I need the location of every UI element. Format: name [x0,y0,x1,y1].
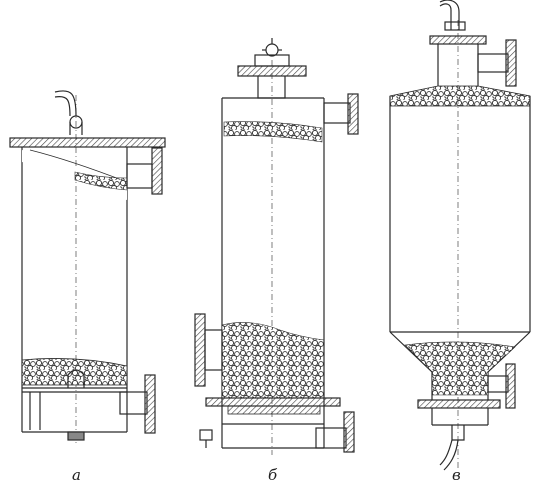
vessel-b-top-valve [265,43,279,57]
vessel-b-lower-nozzle-flange [343,411,355,453]
vessel-a-top-flange [9,137,166,148]
vessel-a-lower-nozzle [119,391,148,415]
label-b: б [268,466,278,484]
vessel-a-inner-tube [67,369,85,388]
vessel-b-upper-nozzle-flange [347,93,359,135]
vessel-a-swan-neck [54,90,77,117]
vessel-a [9,90,166,445]
vessel-a-upper-packing [74,171,128,191]
vessel-a-lower-packing [21,358,128,386]
vessel-c-neck-nozzle [477,53,509,73]
vessel-b-upper-nozzle [323,102,351,124]
vessel-a-upper-nozzle [126,163,153,189]
vessel-c [389,0,531,471]
vessel-b-drain-valve [199,429,213,441]
vessel-b-top-neck [257,76,286,99]
vessel-b-lower-nozzle [315,427,347,449]
vessel-c-lower-nozzle [487,375,509,393]
vessel-a-upper-nozzle-flange [151,147,163,195]
vessel-c-neck-nozzle-flange [505,39,517,87]
vessel-b-grid [227,405,321,415]
vessel-c-lower-packing [404,341,516,396]
vessel-a-drain [67,431,85,441]
vessel-c-top-valve [444,21,466,31]
vessel-b-left-nozzle-flange [194,313,206,387]
vessel-c-lower-nozzle-flange [505,363,516,409]
vessel-b-mid-flange [205,397,341,407]
vessel-c-swan-neck [439,0,460,30]
vessel-a-lower-nozzle-flange [144,374,156,434]
vessel-c-upper-packing [389,85,531,107]
vessel-b-lower-packing [221,322,325,399]
label-a: а [72,466,81,484]
vessel-c-bottom-flange [417,399,501,409]
vessel-b-upper-packing [223,121,323,143]
vessel-c-bottom-hose [439,439,459,471]
vessel-b-left-nozzle [204,329,223,371]
vessel-b [194,38,359,455]
label-c: в [452,466,461,484]
